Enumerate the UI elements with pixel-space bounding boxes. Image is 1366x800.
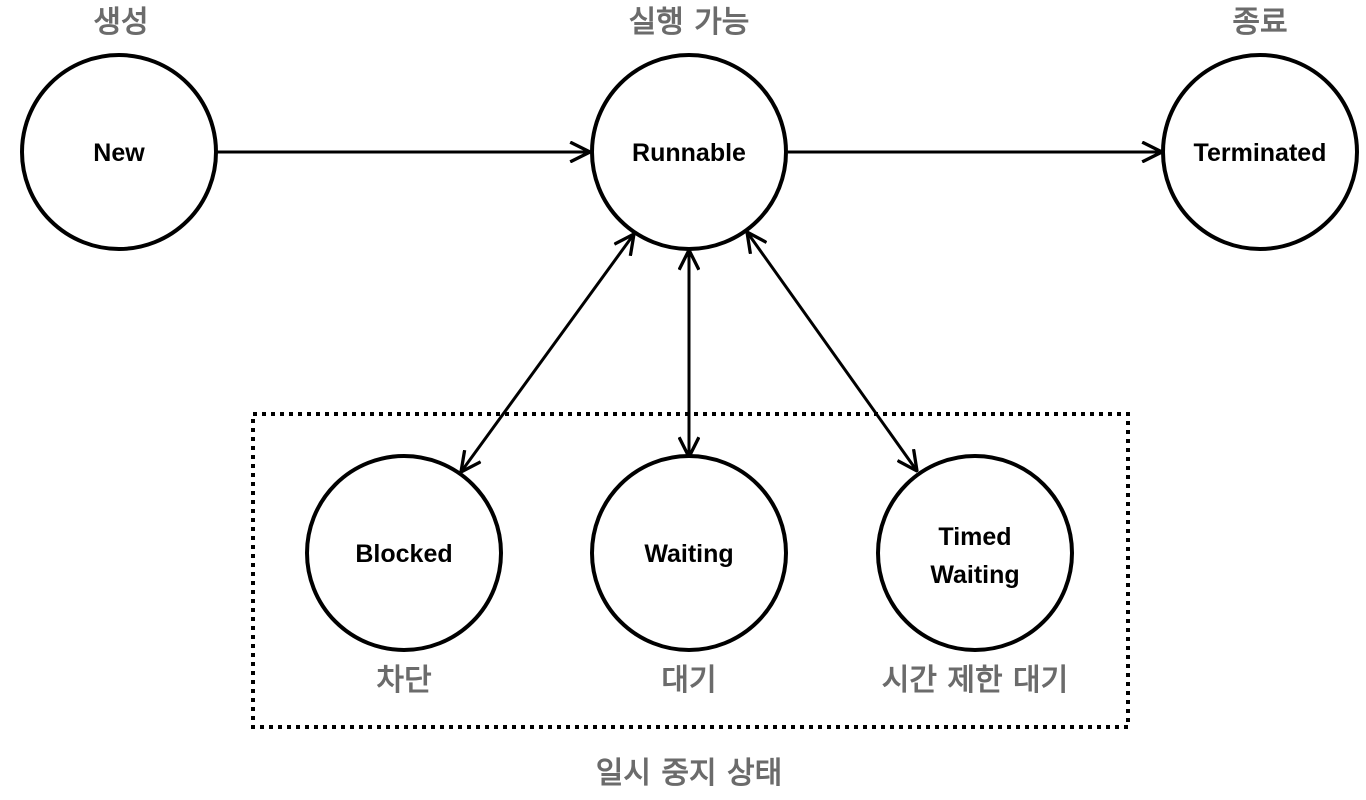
node-waiting-label: Waiting (644, 540, 733, 568)
node-terminated-label: Terminated (1194, 139, 1327, 167)
node-runnable (590, 53, 788, 251)
node-timed-waiting-label-line2: Waiting (930, 561, 1019, 589)
node-new-label: New (93, 139, 145, 167)
group-label-paused-states: 일시 중지 상태 (596, 756, 783, 791)
caption-waiting: 대기 (661, 663, 716, 698)
caption-blocked: 차단 (376, 663, 432, 698)
node-blocked (305, 454, 503, 652)
node-timed-waiting (876, 454, 1074, 652)
node-terminated (1161, 53, 1359, 251)
node-runnable-label: Runnable (632, 139, 746, 167)
node-new (20, 53, 218, 251)
caption-timed-waiting: 시간 제한 대기 (882, 663, 1069, 698)
caption-terminated: 종료 (1232, 5, 1287, 40)
edge-runnable-blocked (461, 234, 634, 472)
caption-new: 생성 (93, 5, 148, 40)
node-waiting (590, 454, 788, 652)
caption-runnable: 실행 가능 (629, 5, 750, 40)
node-timed-waiting-label-line1: Timed (938, 523, 1011, 551)
edge-runnable-timed-waiting (747, 232, 917, 471)
node-blocked-label: Blocked (355, 540, 452, 568)
